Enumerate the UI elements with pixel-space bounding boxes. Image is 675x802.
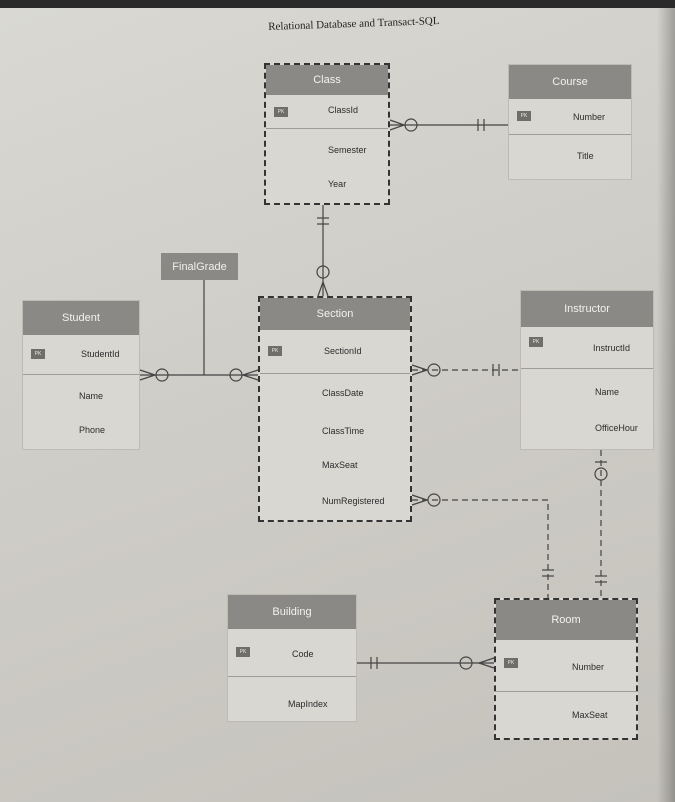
section-room-line	[412, 499, 549, 598]
instructor-header: Instructor	[521, 291, 653, 327]
section-header: Section	[260, 298, 410, 330]
course-header: Course	[509, 65, 631, 99]
pk-badge: PK	[529, 337, 543, 347]
top-dark-edge	[0, 0, 675, 8]
instructor-pk-row: PK InstructId	[521, 327, 653, 369]
student-entity: Student PK StudentId Name Phone	[22, 300, 140, 450]
course-pk-field: Number	[573, 112, 606, 122]
room-pk-row: PK Number	[496, 640, 636, 692]
pk-badge: PK	[236, 647, 250, 657]
room-pk-field: Number	[572, 662, 605, 672]
room-field-maxseat: MaxSeat	[572, 710, 608, 720]
pk-badge: PK	[517, 111, 531, 121]
student-pk-field: StudentId	[81, 349, 120, 359]
pk-badge: PK	[504, 658, 518, 668]
class-header: Class	[266, 65, 388, 95]
course-pk-row: PK Number	[509, 99, 631, 135]
student-field-name: Name	[79, 391, 104, 401]
class-entity: Class PK ClassId Semester Year	[264, 63, 390, 205]
building-pk-row: PK Code	[228, 629, 356, 677]
instructor-entity: Instructor PK InstructId Name OfficeHour	[520, 290, 654, 450]
instructor-field-name: Name	[595, 387, 620, 397]
instructor-pk-field: InstructId	[593, 343, 631, 353]
pk-badge: PK	[274, 107, 288, 117]
pk-badge: PK	[268, 346, 282, 356]
section-pk-row: PK SectionId	[260, 330, 410, 374]
instructor-field-officehour: OfficeHour	[595, 423, 638, 433]
building-pk-field: Code	[292, 649, 314, 659]
building-entity: Building PK Code MapIndex	[227, 594, 357, 722]
section-field-classtime: ClassTime	[322, 426, 365, 436]
finalgrade-entity: FinalGrade	[161, 253, 238, 280]
student-field-phone: Phone	[79, 425, 106, 435]
course-field-title: Title	[577, 151, 594, 161]
class-pk-field: ClassId	[328, 105, 359, 115]
section-field-classdate: ClassDate	[322, 388, 364, 398]
room-header: Room	[496, 600, 636, 640]
section-field-maxseat: MaxSeat	[322, 460, 358, 470]
student-pk-row: PK StudentId	[23, 335, 139, 375]
building-field-mapindex: MapIndex	[288, 699, 328, 709]
class-field-year: Year	[328, 179, 347, 189]
building-header: Building	[228, 595, 356, 629]
class-field-semester: Semester	[328, 145, 367, 155]
page-shadow	[657, 8, 675, 802]
section-pk-field: SectionId	[324, 346, 362, 356]
section-field-numregistered: NumRegistered	[322, 496, 385, 506]
room-entity: Room PK Number MaxSeat	[494, 598, 638, 740]
pk-badge: PK	[31, 349, 45, 359]
section-entity: Section PK SectionId ClassDate ClassTime…	[258, 296, 412, 522]
student-header: Student	[23, 301, 139, 335]
class-pk-row: PK ClassId	[266, 95, 388, 129]
course-entity: Course PK Number Title	[508, 64, 632, 180]
